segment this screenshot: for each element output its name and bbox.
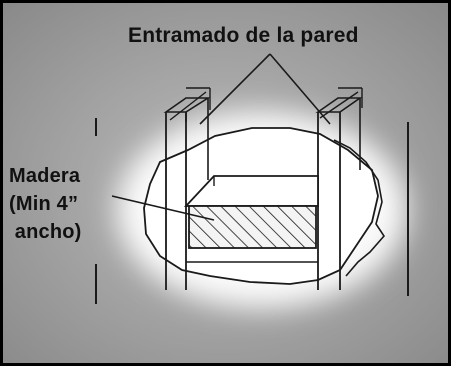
right-stud-top-diag	[319, 91, 359, 119]
wood-label-line-2: (Min 4”	[9, 193, 79, 215]
wood-label: Madera (Min 4” ancho)	[9, 162, 82, 246]
wood-label-line-1: Madera	[9, 165, 81, 187]
wood-label-line-3: ancho)	[9, 221, 82, 243]
wood-block-front	[188, 205, 317, 249]
left-stud-top-diag	[169, 91, 207, 121]
right-stud-top	[315, 97, 363, 113]
callout-line-wood	[111, 195, 215, 221]
callout-line-right	[269, 53, 331, 125]
callout-line-left	[199, 53, 271, 125]
wall-framing-label: Entramado de la pared	[128, 24, 359, 47]
hole-jagged-edge	[333, 139, 386, 277]
